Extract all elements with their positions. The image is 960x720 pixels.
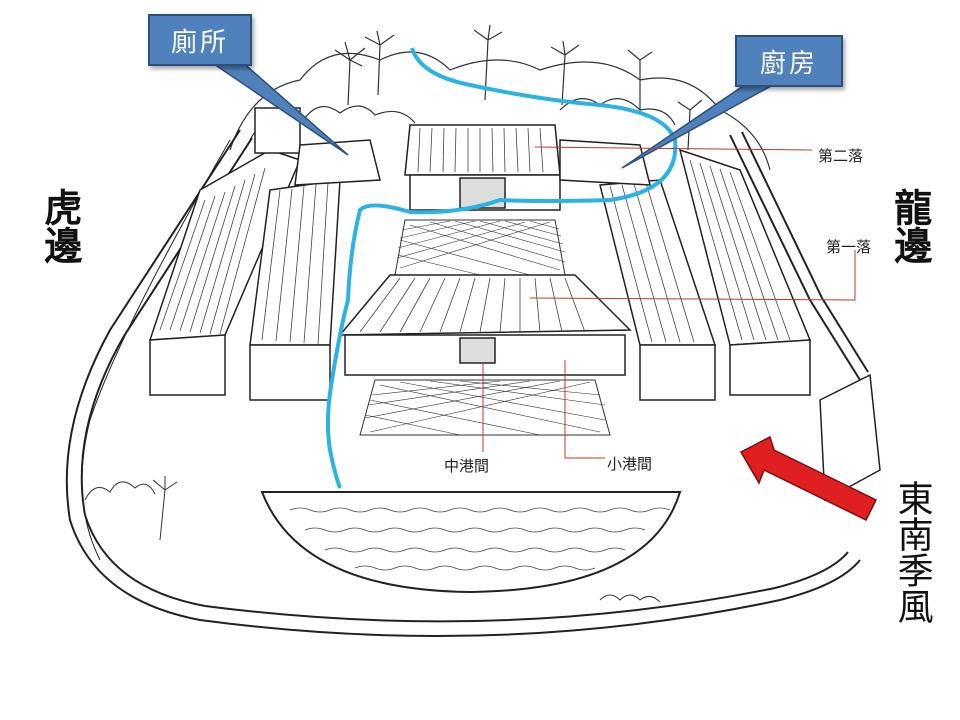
half-moon-pond — [260, 491, 682, 594]
first-hall — [338, 274, 632, 376]
right-roof-tiles — [609, 159, 791, 343]
dragon-side-label: 龍邊 — [887, 188, 933, 264]
tiger-side-label: 虎邊 — [37, 188, 83, 264]
second-hall-roof-tiles — [417, 127, 544, 173]
kitchen-callout-pointer — [621, 79, 783, 169]
monsoon-label: 東南季風 — [891, 480, 933, 624]
right-wing-houses — [599, 148, 881, 502]
second-hall — [294, 124, 651, 211]
foreground-shrubs — [84, 476, 661, 603]
inner-courtyard — [394, 219, 566, 276]
kitchen-callout: 廚房 — [735, 35, 843, 87]
center-bay-label: 中港間 — [444, 457, 490, 475]
first-hall-roof-tiles — [359, 277, 586, 333]
front-courtyard — [359, 379, 611, 436]
first-hall-label: 第一落 — [826, 238, 872, 256]
second-hall-label: 第二落 — [818, 147, 864, 165]
side-bay-label: 小港間 — [607, 455, 653, 473]
leader-lines — [482, 146, 856, 459]
water-flow-line — [325, 47, 678, 489]
left-roof-tiles — [159, 167, 329, 345]
toilet-callout: 廁所 — [148, 14, 252, 66]
wind-arrow — [739, 435, 878, 522]
